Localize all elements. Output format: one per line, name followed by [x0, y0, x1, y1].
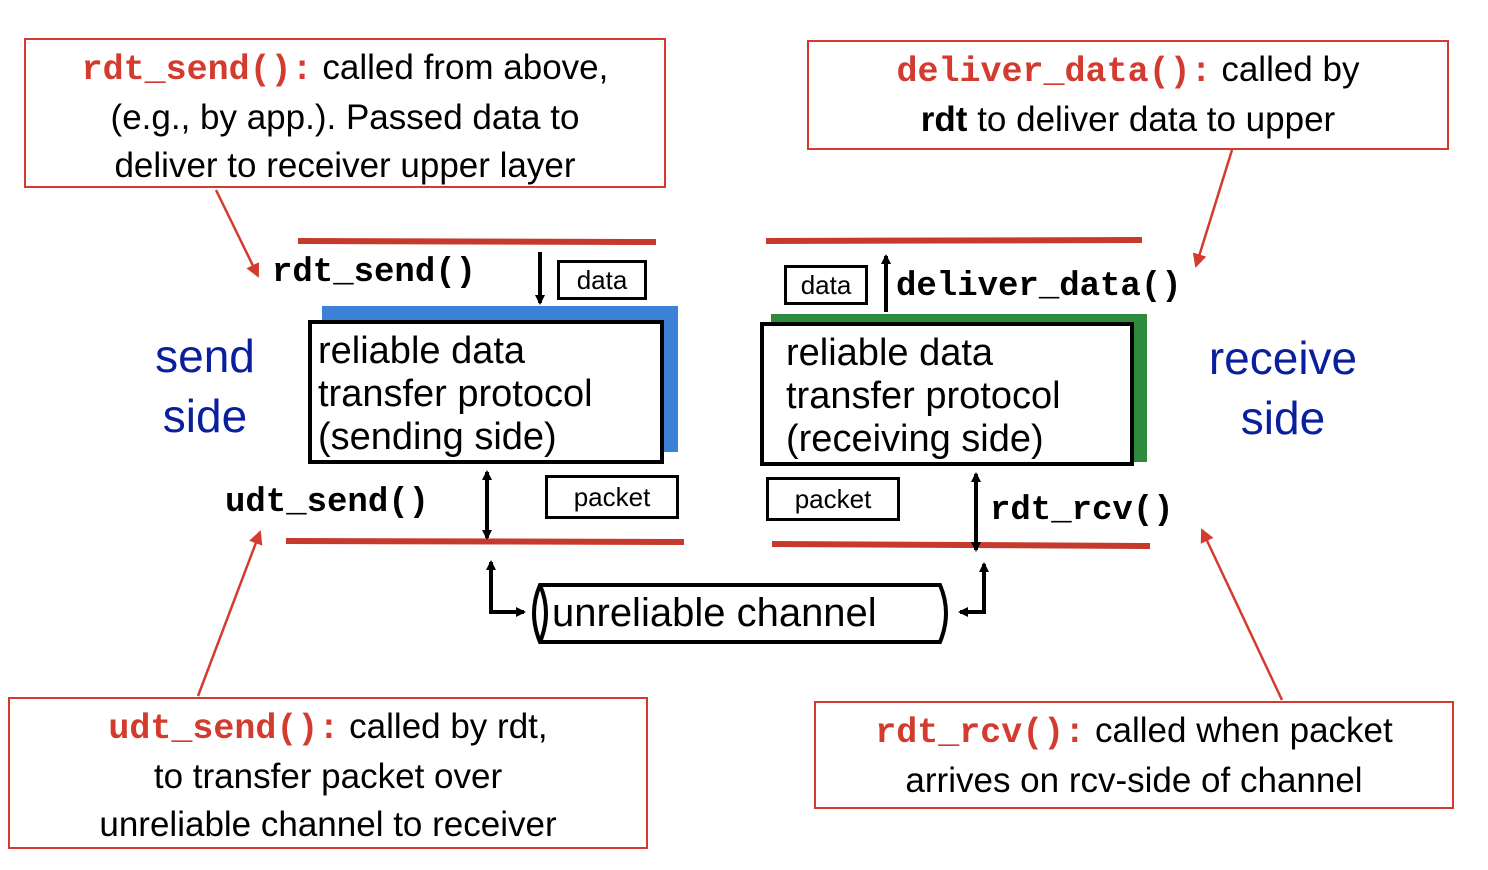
deliver-data-label: deliver_data()	[896, 268, 1182, 306]
rdt-send-callout-line3: deliver to receiver upper layer	[114, 146, 576, 185]
receiver-upper-bar	[765, 237, 1143, 244]
deliver-data-callout-fn: deliver_data():	[896, 52, 1212, 92]
receiver-protocol-box: reliable data transfer protocol (receivi…	[760, 322, 1134, 466]
deliver-data-pointer	[1192, 149, 1234, 268]
sender-protocol-line2: transfer protocol	[318, 373, 593, 415]
sender-packet-tag: packet	[545, 475, 679, 519]
deliver-data-callout-line1: called by	[1221, 50, 1360, 89]
rdt-rcv-pointer	[1200, 528, 1284, 701]
rdt-send-callout: rdt_send(): called from above, (e.g., by…	[24, 38, 666, 188]
sender-protocol-box: reliable data transfer protocol (sending…	[308, 320, 664, 464]
send-side-line2: side	[162, 390, 248, 442]
deliver-data-callout-bold: rdt	[920, 100, 968, 139]
receive-side-line1: receive	[1208, 332, 1358, 384]
sender-protocol-line1: reliable data	[318, 330, 526, 372]
udt-send-callout-fn: udt_send():	[108, 709, 340, 749]
rdt-rcv-callout-line1: called when packet	[1095, 711, 1393, 750]
channel-pipe	[532, 583, 948, 644]
channel-label: unreliable channel	[552, 591, 877, 635]
send-side-line1: send	[155, 330, 255, 382]
receiver-protocol-line1: reliable data	[786, 332, 994, 374]
rdt-rcv-callout: rdt_rcv(): called when packet arrives on…	[814, 701, 1454, 809]
receiver-protocol-line2: transfer protocol	[786, 375, 1061, 417]
rdt-send-label: rdt_send()	[272, 254, 477, 292]
sender-protocol-line3: (sending side)	[318, 416, 557, 458]
receive-side-line2: side	[1240, 392, 1326, 444]
send-side-label: send side	[140, 326, 270, 446]
rdt-rcv-label: rdt_rcv()	[990, 492, 1174, 530]
receiver-protocol-line3: (receiving side)	[786, 418, 1044, 460]
receiver-packet-tag: packet	[766, 477, 900, 521]
rdt-send-callout-line2: (e.g., by app.). Passed data to	[110, 98, 580, 137]
udt-send-callout-line3: unreliable channel to receiver	[99, 805, 557, 844]
udt-send-label: udt_send()	[225, 484, 430, 522]
udt-send-callout-line2: to transfer packet over	[153, 757, 503, 796]
udt-send-callout: udt_send(): called by rdt, to transfer p…	[8, 697, 648, 849]
udt-send-pointer	[196, 530, 263, 697]
rdt-send-callout-line1: called from above,	[322, 48, 609, 87]
rdt-send-pointer	[214, 189, 260, 278]
rdt-send-callout-fn: rdt_send():	[81, 50, 313, 90]
receiver-data-tag: data	[784, 265, 868, 305]
deliver-data-callout: deliver_data(): called by rdt to deliver…	[807, 40, 1449, 150]
deliver-data-callout-line2: to deliver data to upper	[977, 100, 1336, 139]
sender-upper-bar	[297, 238, 657, 245]
receiver-lower-bar	[771, 541, 1151, 549]
udt-send-callout-line1: called by rdt,	[349, 707, 548, 746]
sender-lower-bar	[285, 538, 685, 545]
sender-data-tag: data	[557, 260, 647, 300]
channel-left-elbow	[489, 562, 526, 617]
rdt-rcv-callout-fn: rdt_rcv():	[875, 713, 1086, 753]
channel-right-elbow	[958, 564, 986, 617]
rdt-rcv-callout-line2: arrives on rcv-side of channel	[905, 761, 1363, 800]
receive-side-label: receive side	[1188, 328, 1378, 448]
